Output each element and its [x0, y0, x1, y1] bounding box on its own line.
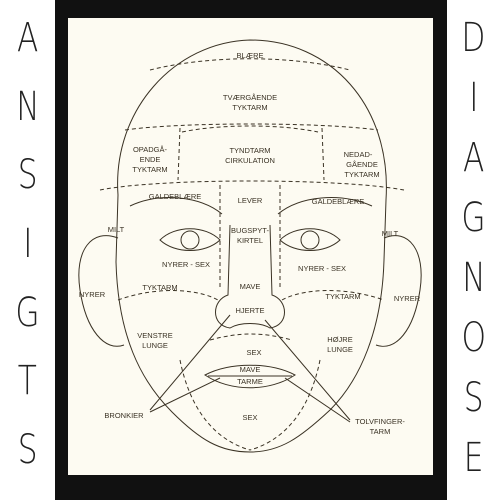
region-label-tolvfinger: TARM	[370, 427, 391, 436]
title-left-letter: N	[15, 83, 40, 130]
region-label-tarme: TARME	[237, 377, 263, 386]
region-label-venstre-lunge: VENSTRE	[137, 331, 172, 340]
region-label-nyrer-sex-right: NYRER - SEX	[298, 264, 346, 273]
nose	[215, 224, 285, 329]
region-label-hjerte: HJERTE	[235, 306, 264, 315]
region-label-milt-right: MILT	[382, 229, 399, 238]
leader-line	[284, 377, 351, 423]
region-label-sex-lower: SEX	[242, 413, 257, 422]
zone-line	[321, 127, 325, 181]
title-right-letter: D	[461, 15, 486, 61]
face-map-card: BLÆRE TVÆRGÅENDE TYKTARM OPADGÅ- ENDE TY…	[68, 18, 433, 475]
leader-line	[149, 314, 231, 411]
region-label-opadgaaende: OPADGÅ-	[133, 145, 168, 154]
region-label-sex-upper: SEX	[246, 348, 261, 357]
title-left-letter: S	[17, 426, 38, 473]
zone-line	[177, 127, 181, 181]
zone-line	[209, 333, 293, 341]
title-right-column: D I A G N O S E	[447, 0, 500, 500]
region-label-tyndtarm: TYNDTARM	[229, 146, 270, 155]
region-label-tyktarm-left: TYKTARM	[142, 283, 177, 292]
region-label-venstre-lunge: LUNGE	[142, 341, 168, 350]
region-label-galdeblaere-left: GALDEBLÆRE	[149, 192, 202, 201]
title-right-letter: N	[461, 255, 486, 301]
region-label-hoejre-lunge: LUNGE	[327, 345, 353, 354]
region-label-tvaergaende: TVÆRGÅENDE	[223, 93, 277, 102]
region-label-hoejre-lunge: HØJRE	[327, 335, 352, 344]
region-label-mave-upper: MAVE	[240, 282, 261, 291]
region-label-blaere: BLÆRE	[236, 51, 263, 60]
title-left-letter: I	[22, 220, 33, 267]
zone-line	[124, 123, 379, 131]
leader-line	[149, 377, 221, 413]
title-right-letter: G	[461, 195, 486, 241]
left-eyebrow	[129, 197, 223, 215]
region-label-tyndtarm: CIRKULATION	[225, 156, 275, 165]
zone-line	[249, 359, 321, 451]
title-left-letter: S	[17, 152, 38, 199]
region-label-bugspyt: BUGSPYT-	[231, 226, 269, 235]
right-eyebrow	[277, 197, 373, 215]
region-label-nedad: GÅENDE	[346, 160, 378, 169]
title-right-letter: E	[463, 435, 484, 481]
title-right-letter: O	[461, 315, 486, 361]
region-label-nedad: NEDAD-	[344, 150, 373, 159]
face-map-diagram: BLÆRE TVÆRGÅENDE TYKTARM OPADGÅ- ENDE TY…	[78, 39, 422, 453]
region-label-opadgaaende: TYKTARM	[132, 165, 167, 174]
region-label-nyrer-left: NYRER	[79, 290, 106, 299]
region-label-lever: LEVER	[238, 196, 263, 205]
title-right-letter: S	[463, 375, 484, 421]
region-label-tyktarm-right: TYKTARM	[325, 292, 360, 301]
region-label-opadgaaende: ENDE	[140, 155, 161, 164]
title-right-letter: A	[462, 135, 485, 181]
left-ear-outline	[78, 235, 125, 347]
zone-line	[117, 290, 219, 301]
region-label-milt-left: MILT	[108, 225, 125, 234]
region-label-galdeblaere-right: GALDEBLÆRE	[312, 197, 365, 206]
left-eye	[159, 228, 221, 251]
head-outline	[115, 39, 387, 453]
region-label-nyrer-right: NYRER	[394, 294, 421, 303]
region-label-tolvfinger: TOLVFINGER-	[355, 417, 405, 426]
title-left-column: A N S I G T S	[0, 0, 55, 500]
region-label-bronkier: BRONKIER	[104, 411, 144, 420]
region-label-mave-mouth: MAVE	[240, 365, 261, 374]
region-label-nyrer-sex-left: NYRER - SEX	[162, 260, 210, 269]
leader-line	[264, 319, 351, 421]
right-iris	[300, 230, 320, 250]
zone-line	[99, 180, 405, 191]
zone-line	[181, 125, 319, 133]
left-iris	[180, 230, 200, 250]
region-label-tvaergaende: TYKTARM	[232, 103, 267, 112]
title-left-letter: T	[17, 358, 38, 405]
title-left-letter: G	[15, 289, 40, 336]
title-left-letter: A	[16, 15, 39, 61]
zone-line	[179, 359, 251, 451]
right-ear-outline	[375, 235, 422, 347]
region-label-nedad: TYKTARM	[344, 170, 379, 179]
zone-line	[281, 290, 385, 301]
title-right-letter: I	[468, 75, 479, 121]
right-eye	[279, 228, 341, 251]
mouth	[204, 364, 296, 389]
region-label-bugspyt: KIRTEL	[237, 236, 263, 245]
zone-line	[149, 58, 351, 71]
